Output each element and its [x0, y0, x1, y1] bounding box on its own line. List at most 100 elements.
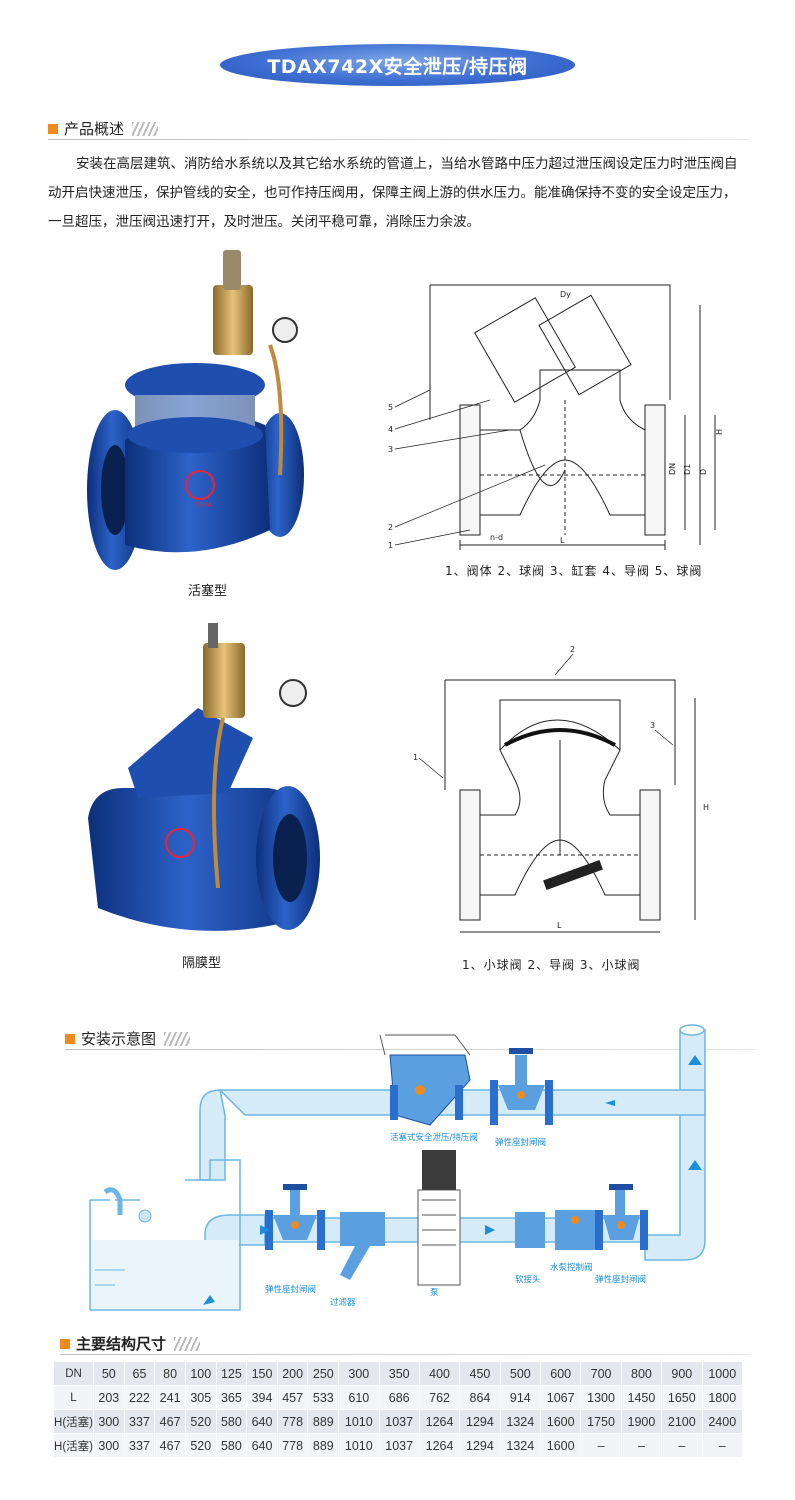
table-cell: 365 — [215, 1385, 248, 1410]
table-cell: 889 — [307, 1409, 340, 1434]
piston-caption: 活塞型 — [188, 584, 228, 599]
table-cell: 1800 — [701, 1385, 743, 1410]
table-cell: 1037 — [378, 1433, 420, 1458]
table-cell: 467 — [154, 1409, 186, 1434]
diaphragm-caption: 隔膜型 — [182, 956, 222, 971]
table-cell: 457 — [276, 1385, 309, 1410]
slash-deco-icon — [164, 1031, 191, 1046]
callout-3: 3 — [650, 721, 655, 730]
overview-paragraph: 安装在高层建筑、消防给水系统以及其它给水系统的管道上，当给水管路中压力超过泄压阀… — [48, 156, 738, 230]
label-pump: 泵 — [430, 1288, 439, 1298]
section-bullet-icon — [48, 123, 58, 134]
callout-3: 3 — [388, 445, 393, 454]
row-header: DN — [53, 1361, 94, 1386]
table-cell: 300 — [93, 1433, 125, 1458]
dim-dy: Dy — [560, 290, 571, 299]
section-header-install: 安装示意图 — [65, 1028, 191, 1049]
installation-diagram: 活塞式安全泄压/持压阀 弹性座封闸阀 弹性座封闸阀 过滤器 泵 软接头 水泵控制… — [89, 1024, 706, 1311]
table-cell: – — [620, 1433, 663, 1458]
dim-h: H — [703, 803, 709, 812]
table-cell: 1264 — [418, 1409, 461, 1434]
row-header: H(活塞) — [53, 1409, 94, 1434]
table-cell: 762 — [418, 1385, 461, 1410]
table-cell: 100 — [184, 1361, 217, 1386]
dim-dn: DN — [668, 463, 677, 475]
section-title: 安装示意图 — [81, 1030, 157, 1048]
table-cell: 914 — [499, 1385, 542, 1410]
table-cell: 520 — [184, 1433, 217, 1458]
table-cell: – — [701, 1433, 743, 1458]
table-cell: 1450 — [620, 1385, 663, 1410]
table-cell: 2400 — [701, 1409, 743, 1434]
table-cell: 500 — [499, 1361, 542, 1386]
section-title: 主要结构尺寸 — [76, 1335, 167, 1353]
table-cell: 350 — [378, 1361, 420, 1386]
table-cell: 400 — [418, 1361, 461, 1386]
table-cell: 640 — [246, 1409, 278, 1434]
table-cell: 800 — [620, 1361, 663, 1386]
label-filter: 过滤器 — [330, 1297, 356, 1308]
table-cell: 2100 — [661, 1409, 703, 1434]
table-cell: 222 — [123, 1385, 156, 1410]
divider — [65, 1049, 755, 1050]
table-cell: 1294 — [459, 1409, 501, 1434]
table-cell: 580 — [215, 1409, 248, 1434]
diaphragm-valve-photo — [88, 623, 320, 931]
table-cell: 1600 — [539, 1409, 582, 1434]
table-cell: 305 — [184, 1385, 217, 1410]
dim-d1: D1 — [683, 464, 692, 475]
callout-1: 1 — [413, 753, 418, 762]
table-cell: 1010 — [338, 1409, 380, 1434]
table-cell: 337 — [123, 1409, 156, 1434]
table-cell: 520 — [184, 1409, 217, 1434]
table-cell: 1000 — [701, 1361, 743, 1386]
table-cell: 150 — [246, 1361, 278, 1386]
table-cell: 1010 — [338, 1433, 380, 1458]
table-cell: 1037 — [378, 1409, 420, 1434]
table-cell: 600 — [539, 1361, 582, 1386]
dim-h: H — [715, 429, 724, 435]
table-cell: 1294 — [459, 1433, 501, 1458]
slash-deco-icon — [132, 121, 159, 136]
page-title-banner: TDAX742X安全泄压/持压阀 — [220, 44, 575, 86]
table-cell: 241 — [154, 1385, 186, 1410]
table-cell: 1900 — [620, 1409, 663, 1434]
table-cell: 50 — [93, 1361, 125, 1386]
table-cell: 1600 — [539, 1433, 582, 1458]
table-cell: 337 — [123, 1433, 156, 1458]
divider — [48, 139, 748, 140]
table-cell: – — [661, 1433, 703, 1458]
section-header-overview: 产品概述 — [48, 118, 159, 139]
piston-valve-photo: TKFM — [87, 250, 304, 570]
table-cell: 889 — [307, 1433, 340, 1458]
dim-l: L — [557, 921, 562, 930]
callout-2: 2 — [570, 645, 575, 654]
table-cell: 864 — [459, 1385, 501, 1410]
table-cell: 640 — [246, 1433, 278, 1458]
label-soft-joint: 软接头 — [515, 1274, 541, 1285]
callout-1: 1 — [388, 541, 393, 550]
table-cell: 394 — [246, 1385, 278, 1410]
table-cell: 580 — [215, 1433, 248, 1458]
section-title: 产品概述 — [64, 120, 125, 138]
table-cell: 1067 — [539, 1385, 582, 1410]
piston-legend: 1、阀体 2、球阀 3、缸套 4、导阀 5、球阀 — [445, 564, 703, 578]
label-gate-valve-left: 弹性座封闸阀 — [265, 1284, 316, 1295]
page-title: TDAX742X安全泄压/持压阀 — [267, 55, 528, 78]
label-gate-valve-top: 弹性座封闸阀 — [495, 1137, 546, 1148]
table-cell: 778 — [276, 1433, 309, 1458]
row-header: L — [53, 1385, 94, 1410]
table-cell: 250 — [307, 1361, 340, 1386]
table-cell: 1650 — [661, 1385, 703, 1410]
label-relief-valve: 活塞式安全泄压/持压阀 — [390, 1132, 478, 1143]
dim-d: D — [699, 469, 708, 475]
callout-2: 2 — [388, 523, 393, 532]
divider — [60, 1354, 750, 1355]
table-cell: 533 — [307, 1385, 340, 1410]
callout-5: 5 — [388, 403, 393, 412]
piston-schematic: 5 4 3 2 1 L n-d DN D1 D H Dy — [388, 284, 724, 550]
